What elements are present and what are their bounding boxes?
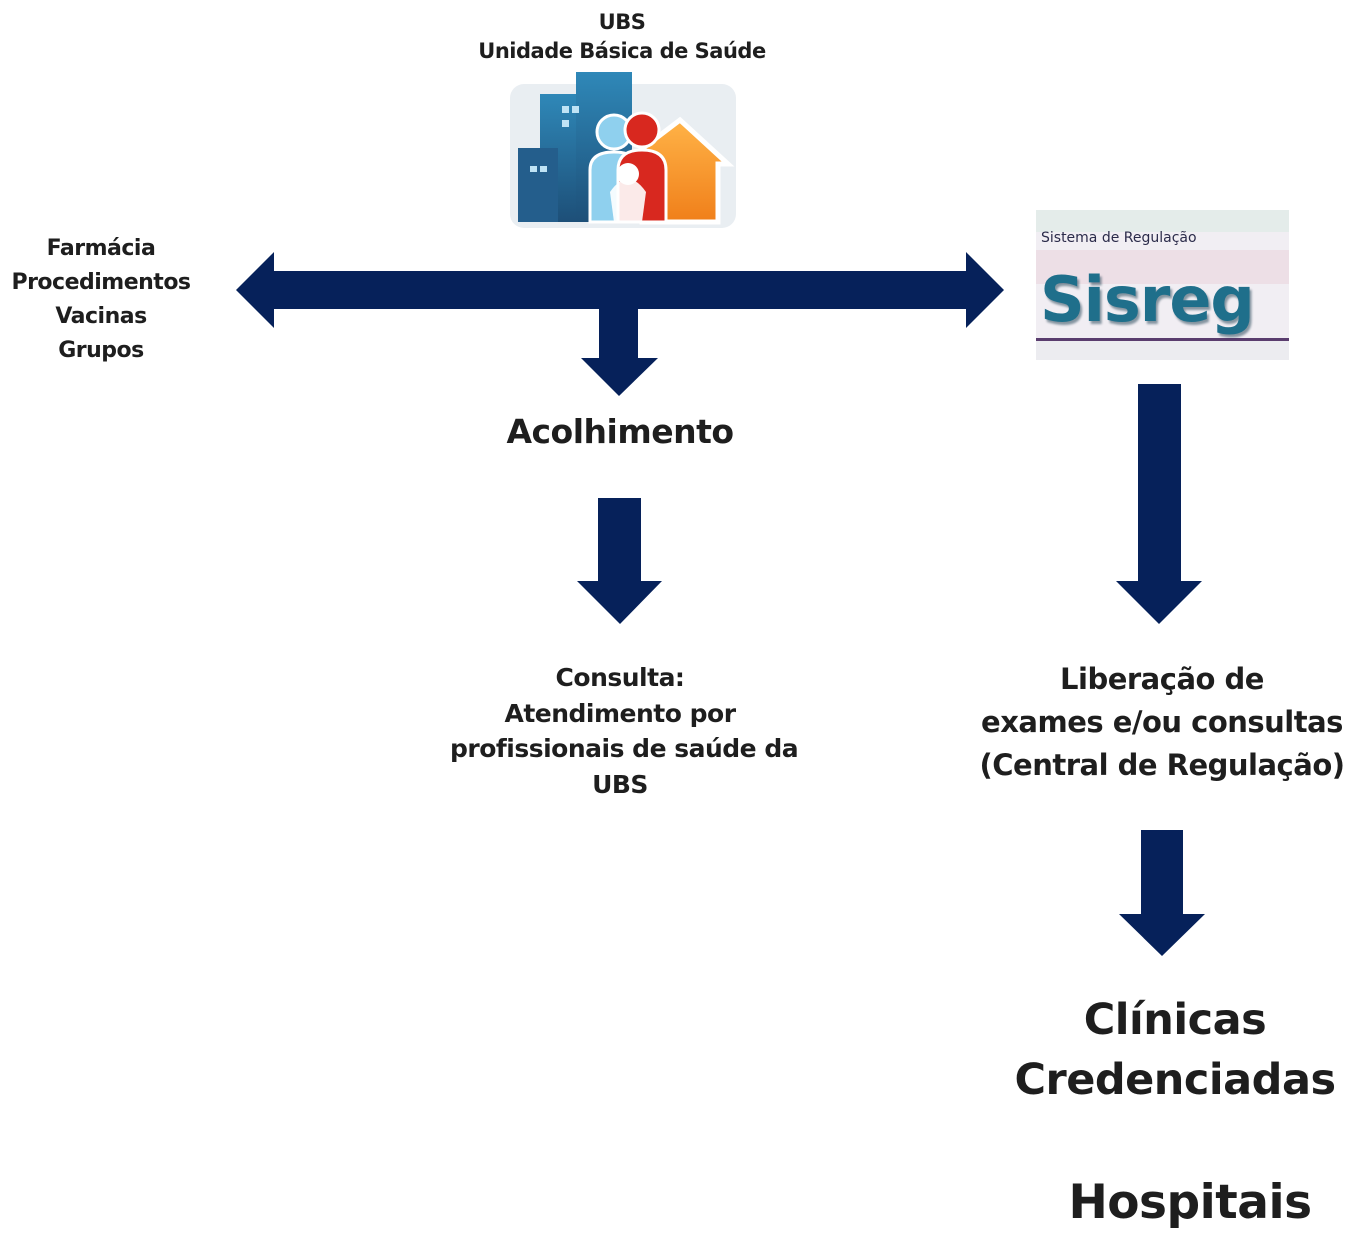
consulta-line4: UBS	[592, 769, 648, 799]
clinicas-line2: Credenciadas	[1014, 1055, 1336, 1105]
service-item-farmacia: Farmácia	[46, 236, 156, 261]
service-item-grupos: Grupos	[58, 338, 144, 363]
arrow-down-to-liberacao	[1116, 384, 1202, 624]
ubs-title-line1: UBS	[598, 10, 646, 34]
sisreg-wordmark: Sisreg	[1040, 263, 1255, 336]
consulta-line2: Atendimento por	[504, 698, 736, 728]
double-arrow-horizontal	[236, 252, 1004, 328]
hospitais-label: Hospitais	[1068, 1175, 1312, 1230]
acolhimento-label: Acolhimento	[506, 412, 734, 451]
arrow-down-to-clinicas	[1119, 830, 1205, 956]
liberacao-line3: (Central de Regulação)	[979, 748, 1346, 782]
sisreg-logo: Sistema de Regulação Sisreg	[1036, 210, 1289, 360]
liberacao-block: Liberação de exames e/ou consultas (Cent…	[972, 658, 1351, 787]
service-item-vacinas: Vacinas	[55, 304, 147, 329]
liberacao-line1: Liberação de	[1060, 662, 1264, 696]
consulta-block: Consulta: Atendimento por profissionais …	[450, 660, 799, 802]
liberacao-line2: exames e/ou consultas	[981, 705, 1343, 739]
ubs-building-family-icon	[510, 66, 736, 228]
arrow-down-to-consulta	[577, 498, 662, 624]
sisreg-caption: Sistema de Regulação	[1041, 230, 1197, 246]
consulta-line1: Consulta:	[555, 663, 685, 692]
clinicas-block: Clínicas Credenciadas	[1010, 990, 1340, 1110]
ubs-title: UBS Unidade Básica de Saúde	[472, 8, 772, 66]
clinicas-line1: Clínicas	[1083, 995, 1267, 1045]
services-list: Farmácia Procedimentos Vacinas Grupos	[0, 232, 202, 368]
consulta-line3: profissionais de saúde da	[450, 734, 799, 763]
service-item-procedimentos: Procedimentos	[11, 270, 191, 295]
arrow-down-to-acolhimento	[581, 309, 658, 396]
ubs-title-line2: Unidade Básica de Saúde	[478, 39, 766, 63]
